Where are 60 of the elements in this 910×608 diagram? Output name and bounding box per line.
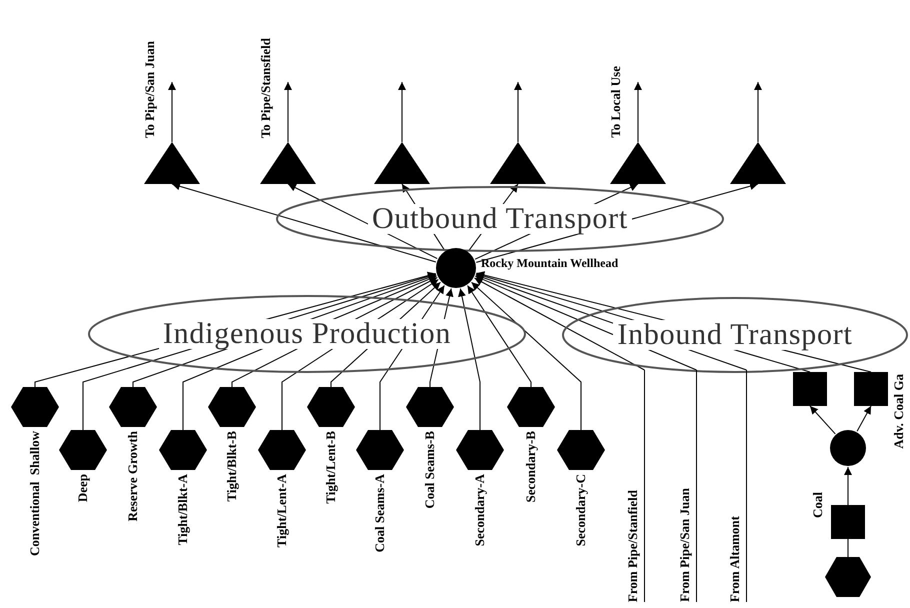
node-caption: Deep — [75, 474, 91, 502]
triangle-node — [144, 142, 200, 184]
node-caption: To Pipe/Stansfield — [258, 38, 274, 138]
triangle-node — [730, 142, 786, 184]
arrow — [467, 285, 532, 388]
arrow — [458, 288, 480, 430]
node-caption: Adv. Coal Ga — [891, 374, 907, 449]
node-caption: Reserve Growth — [125, 431, 141, 522]
arrow — [844, 466, 852, 506]
hexagon-node — [159, 430, 207, 470]
triangle-node — [260, 142, 316, 184]
circle-node — [830, 430, 866, 466]
hexagon-node — [456, 430, 504, 470]
arrow — [514, 82, 522, 142]
hexagon-node — [825, 557, 871, 597]
group-title: Outbound Transport — [368, 204, 632, 234]
triangle-node — [374, 142, 430, 184]
hexagon-node — [109, 387, 157, 427]
node-caption: Conventional Shallow — [27, 431, 43, 556]
arrow — [474, 278, 645, 370]
node-caption: Tight/Blkt-B — [224, 431, 240, 502]
hexagon-node — [258, 430, 306, 470]
hexagon-node — [356, 430, 404, 470]
node-caption: Tight/Lent-A — [274, 474, 290, 548]
arrow — [471, 282, 582, 430]
node-caption: To Pipe/San Juan — [142, 40, 158, 138]
hexagon-node — [11, 387, 59, 427]
supply-label: From Pipe/Stanfield — [625, 490, 641, 602]
triangle-node — [610, 142, 666, 184]
arrow — [168, 82, 176, 142]
arrow — [856, 406, 872, 432]
node-caption: Secondary-B — [523, 431, 539, 502]
hexagon-node — [507, 387, 555, 427]
arrow — [754, 82, 762, 142]
arrow — [810, 406, 836, 434]
hexagon-node — [557, 430, 605, 470]
arrow — [284, 82, 292, 142]
arrow — [172, 182, 436, 262]
hexagon-node — [208, 387, 256, 427]
node-caption: Coal Seams-B — [422, 431, 438, 509]
hexagon-node — [406, 387, 454, 427]
node-caption: Tight/Lent-B — [323, 431, 339, 504]
arrow — [398, 82, 406, 142]
node-caption: Secondary-A — [472, 474, 488, 546]
triangle-node — [490, 142, 546, 184]
arrow — [634, 82, 642, 142]
hexagon-node — [59, 430, 107, 470]
hexagon-node — [307, 387, 355, 427]
node-caption: Rocky Mountain Wellhead — [481, 256, 618, 271]
square-node — [854, 372, 888, 406]
supply-label: From Altamont — [727, 516, 743, 602]
square-node — [831, 505, 865, 539]
node-caption: To Local Use — [608, 66, 624, 138]
supply-label: From Pipe/San Juan — [677, 488, 693, 602]
node-caption: Tight/Blkt-A — [175, 474, 191, 546]
node-caption: Secondary-C — [573, 474, 589, 546]
node-caption: Coal Seams-A — [372, 474, 388, 552]
node-caption: Coal — [810, 492, 826, 518]
circle-node — [436, 248, 476, 288]
square-node — [793, 372, 827, 406]
